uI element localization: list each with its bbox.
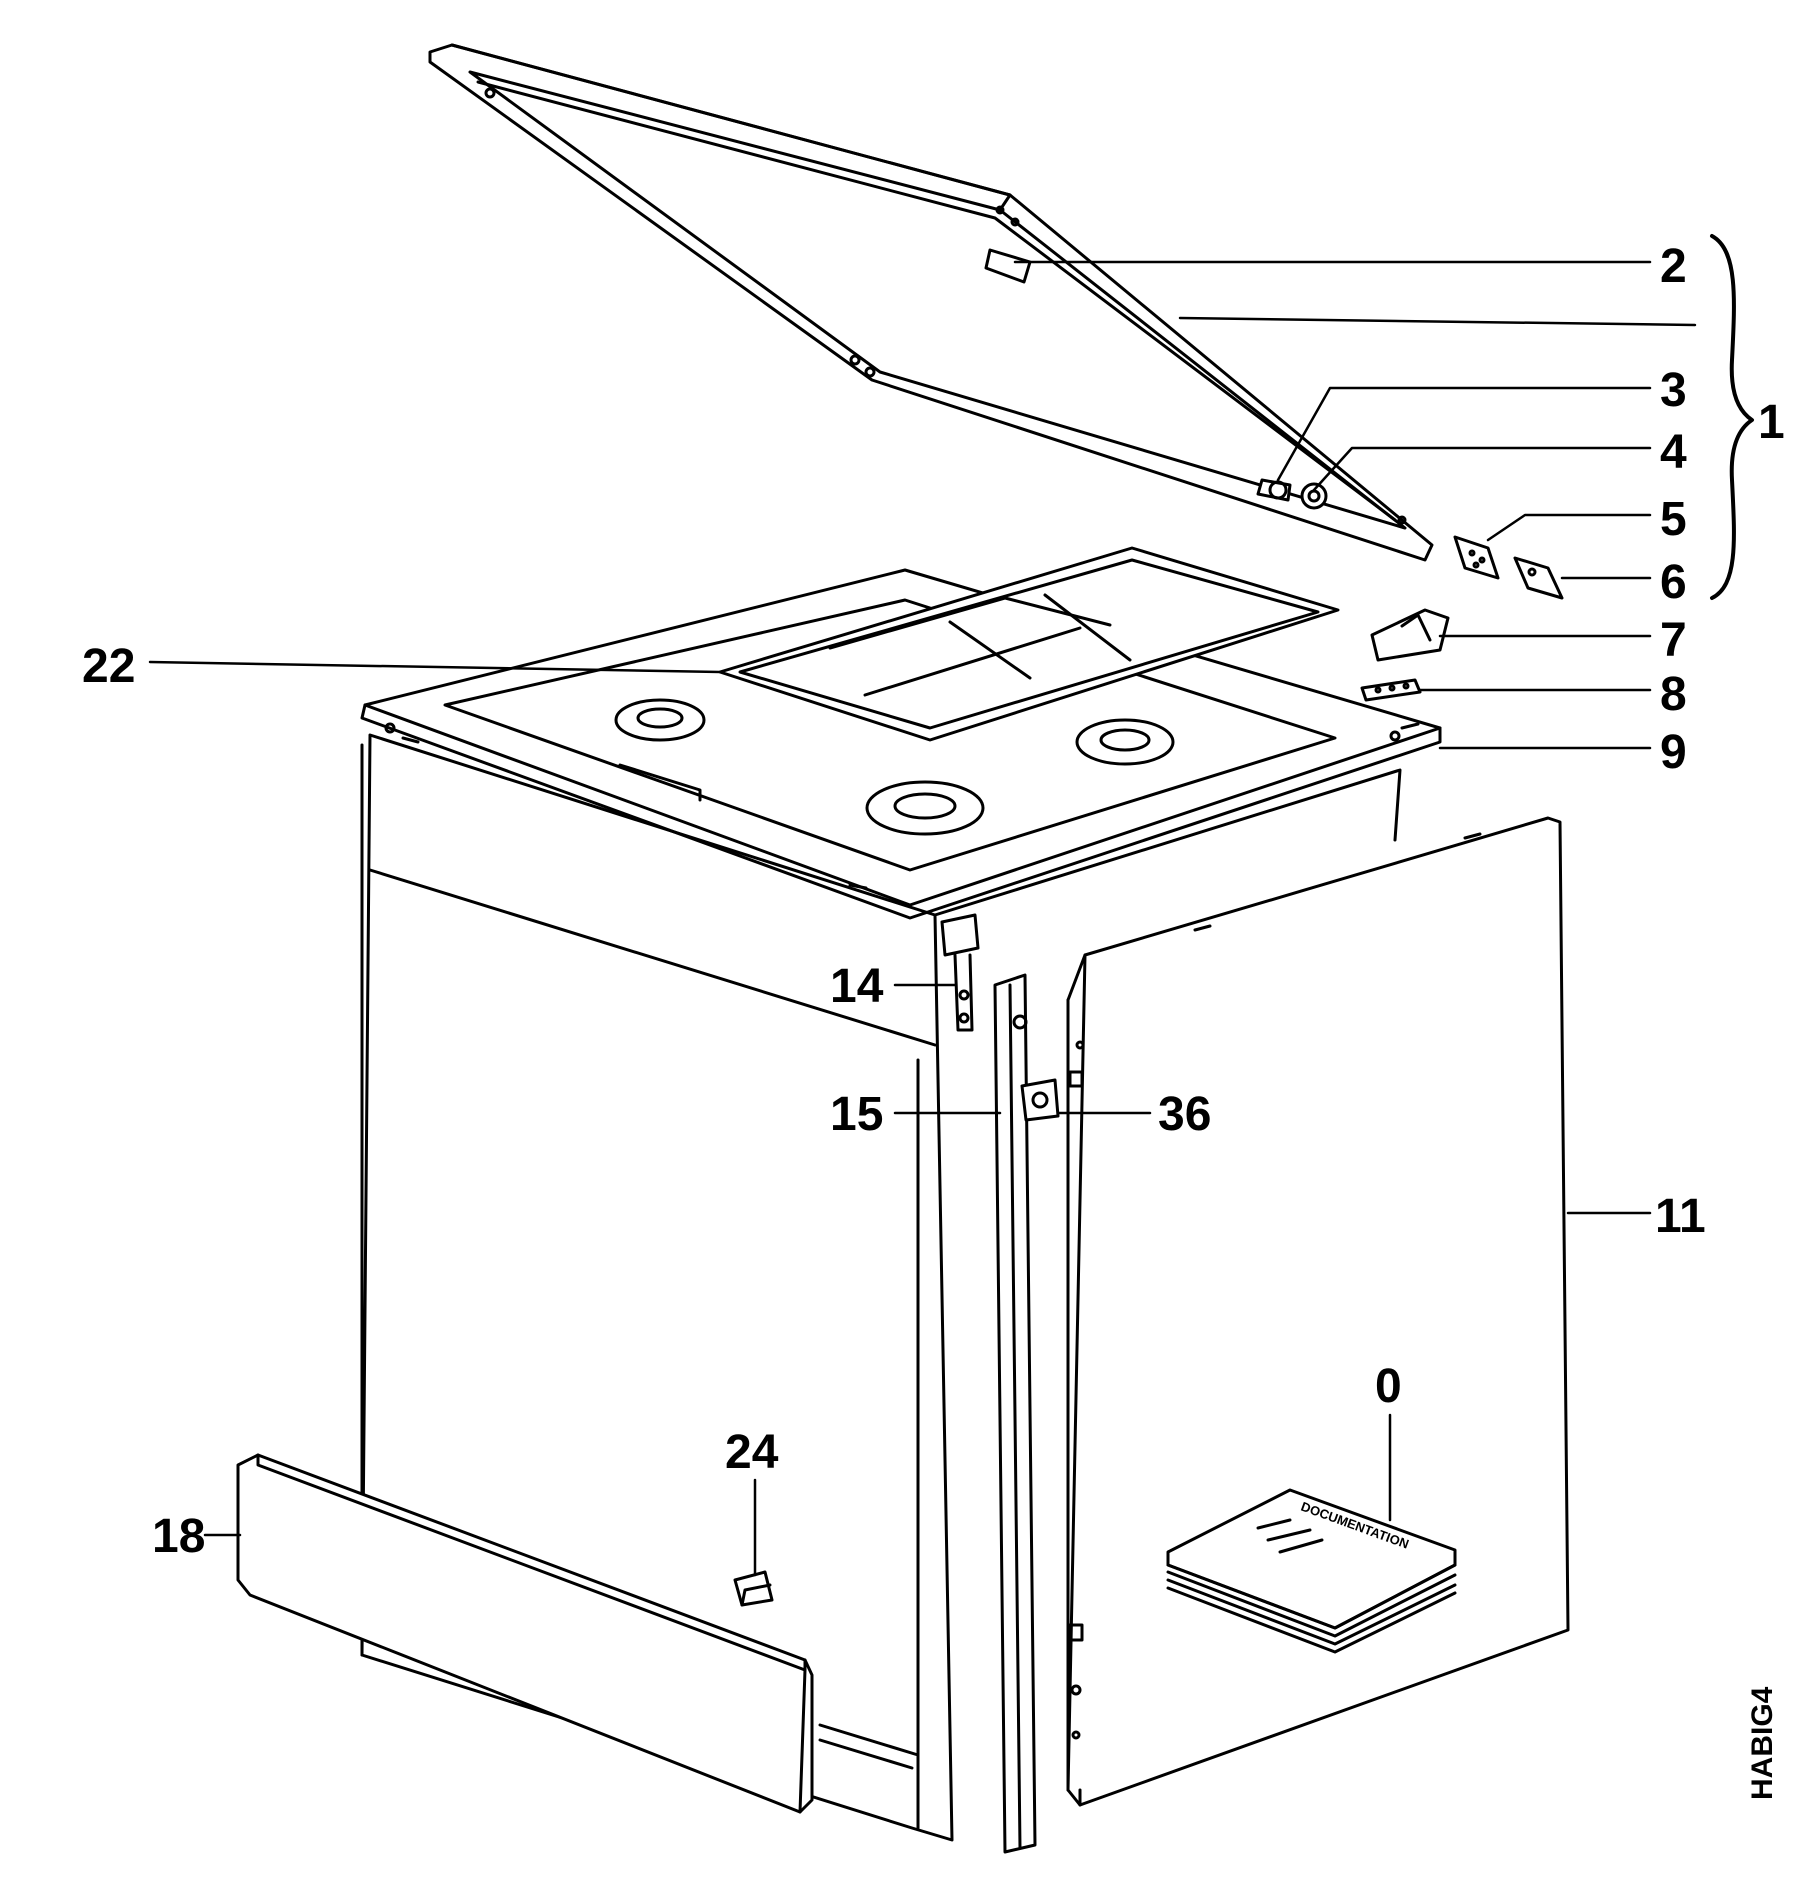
callout-labels: 2 3 4 5 6 7 8 9 1 22 11 14 15 36 18 24 0… [82, 240, 1785, 1800]
door-catch [1020, 1078, 1060, 1122]
hinge-bush [1300, 482, 1328, 510]
callout-2: 2 [1660, 240, 1687, 293]
callout-8: 8 [1660, 668, 1687, 721]
callout-11: 11 [1655, 1190, 1706, 1243]
drawing-code: HABIG4 [1746, 1686, 1779, 1800]
hinge-strip [1360, 678, 1422, 702]
hinge-bracket [1370, 608, 1450, 662]
plinth [236, 1453, 814, 1814]
lid-clip [984, 248, 1032, 284]
hinge-plate-perforated [1453, 535, 1500, 580]
leader-lines [148, 260, 1697, 1577]
burner-rear-left [614, 698, 706, 742]
callout-3: 3 [1660, 364, 1687, 417]
callout-0: 0 [1375, 1360, 1402, 1413]
burner-front [865, 780, 985, 836]
callout-14: 14 [830, 960, 884, 1013]
hinge-pin [1256, 478, 1292, 502]
hinge-plate [1513, 556, 1564, 600]
lid-cover [428, 43, 1434, 562]
callout-24: 24 [725, 1426, 779, 1479]
leader-5 [1486, 513, 1652, 542]
burner-rear-right [1075, 718, 1175, 766]
callout-5: 5 [1660, 493, 1687, 546]
callout-4: 4 [1660, 426, 1687, 479]
callout-9: 9 [1660, 726, 1687, 779]
callout-7: 7 [1660, 614, 1687, 667]
callout-15: 15 [830, 1088, 883, 1141]
front-strip [993, 973, 1037, 1854]
group-brace [1710, 234, 1754, 600]
callout-36: 36 [1158, 1088, 1211, 1141]
leader-1-top [1178, 316, 1697, 327]
documentation-book [1166, 1488, 1457, 1654]
callout-18: 18 [152, 1510, 205, 1563]
side-hinge [940, 913, 980, 1032]
callout-1: 1 [1758, 396, 1785, 449]
callout-6: 6 [1660, 556, 1687, 609]
side-panel [1066, 816, 1570, 1807]
leader-22 [148, 660, 722, 674]
callout-22: 22 [82, 640, 135, 693]
pan-support [718, 546, 1340, 742]
leader-4 [1312, 446, 1652, 492]
leader-3 [1276, 386, 1652, 482]
